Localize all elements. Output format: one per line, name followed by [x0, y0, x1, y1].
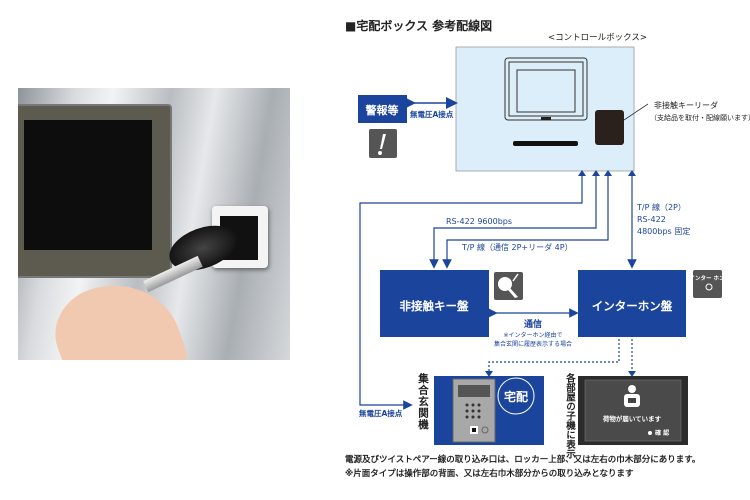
- key-reader-unit: [595, 110, 624, 145]
- rs422-label: RS-422 9600bps: [446, 217, 512, 226]
- card-slot: [513, 141, 578, 146]
- entrance-label: 集合玄関機: [417, 373, 429, 431]
- alarm-contact-label: 無電圧A接点: [410, 109, 454, 119]
- bottom-contact-label: 無電圧A接点: [359, 408, 403, 418]
- comm-label: 通信: [524, 318, 542, 330]
- tp-intercom-label-1: T/P 線（2P）: [636, 202, 686, 212]
- intercom-panel: [578, 270, 686, 337]
- alarm-box: [358, 95, 407, 123]
- note-2: ※片面タイプは操作部の背面、又は左右巾木部分からの取り込みとなります: [345, 469, 634, 479]
- delivery-bubble: 宅配: [504, 389, 528, 404]
- room-confirm: 確 認: [655, 429, 669, 437]
- room-message: 荷物が届いています: [602, 414, 662, 423]
- note-1: 電源及びツイストペアー線の取り込み口は、ロッカー上部、又は左右の巾木部分にありま…: [345, 455, 701, 465]
- tp-intercom-label-3: 4800bps 固定: [637, 226, 690, 236]
- key-icon: [494, 272, 523, 300]
- svg-text:インター ホン: インター ホン: [690, 274, 725, 282]
- tp-key-label: T/P 線（通信 2P+リーダ 4P）: [461, 242, 573, 252]
- product-photo: [18, 88, 290, 360]
- key-panel: [380, 270, 489, 337]
- room-monitor: 荷物が届いています 確 認: [578, 376, 688, 445]
- control-box: [455, 46, 635, 172]
- entrance-unit: 宅配: [434, 376, 544, 445]
- reader-label-1: 非接触キーリーダ: [654, 100, 718, 110]
- intercom-panel-label: インターホン盤: [592, 299, 673, 313]
- panel-screen: [24, 120, 152, 250]
- reader-label-2: （支給品を取付・配線願います）: [650, 113, 750, 122]
- control-panel-frame: [18, 104, 172, 278]
- diagram-title: ■宅配ボックス 参考配線図: [345, 19, 493, 33]
- control-box-label: <コントロールボックス>: [548, 33, 647, 43]
- room-label: 各部屋の子機に表示: [564, 373, 575, 459]
- comm-note-2: 集合玄関に履歴表示する場合: [494, 340, 572, 348]
- intercom-icon: インター ホン: [690, 270, 725, 298]
- key-panel-label: 非接触キー盤: [400, 299, 469, 313]
- exclamation-icon: [369, 129, 397, 158]
- comm-note-1: ※インターホン経由で: [503, 331, 562, 339]
- alarm-label: 警報等: [365, 103, 399, 117]
- tp-intercom-label-2: RS-422: [637, 215, 666, 224]
